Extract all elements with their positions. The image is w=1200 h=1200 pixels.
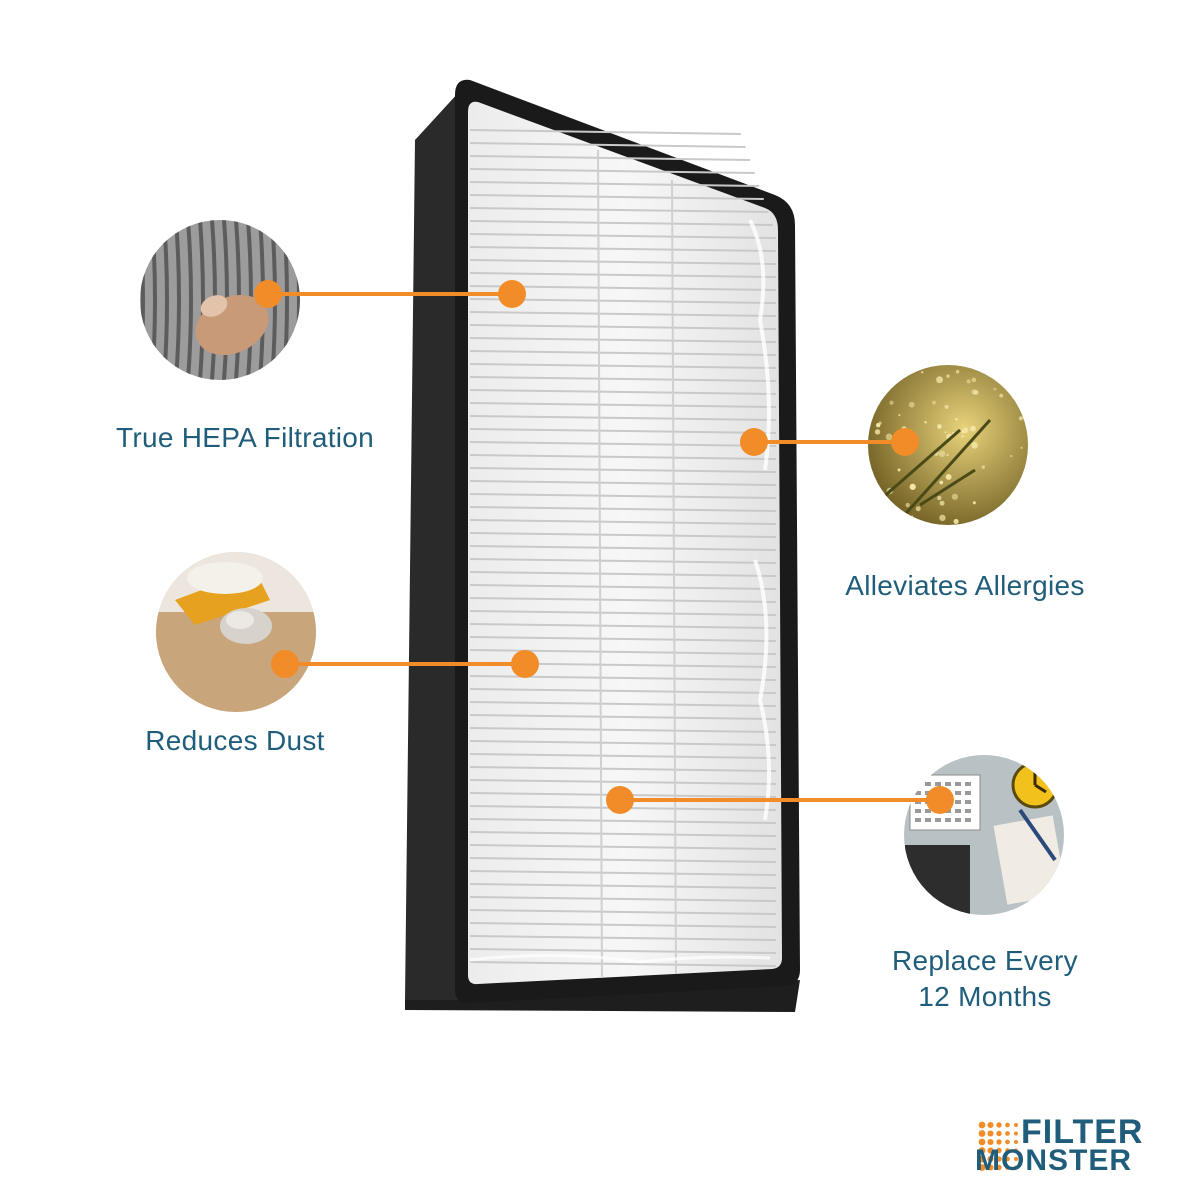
callout-dot-dust-filter xyxy=(511,650,539,678)
feature-label-replace: Replace Every 12 Months xyxy=(850,943,1120,1015)
feature-allergy-photo xyxy=(868,365,1028,525)
filter-media xyxy=(468,101,782,985)
callout-dot-allergy-filter xyxy=(740,428,768,456)
logo-word-monster: MONSTER xyxy=(975,1144,1132,1177)
callout-dot-dust-photo xyxy=(271,650,299,678)
callout-dot-replace-filter xyxy=(606,786,634,814)
feature-label-hepa: True HEPA Filtration xyxy=(115,422,375,453)
feature-label-replace-line1: Replace Every xyxy=(892,945,1078,976)
logo-word-filter: FILTER xyxy=(1021,1113,1144,1151)
feature-hepa-photo xyxy=(140,220,300,380)
callout-dot-replace-photo xyxy=(926,786,954,814)
callout-dot-hepa-filter xyxy=(498,280,526,308)
feature-label-dust: Reduces Dust xyxy=(145,725,325,756)
brand-logo: FILTER MONSTER xyxy=(975,1113,1175,1177)
feature-replace-photo xyxy=(904,755,1064,915)
logo-dots-icon xyxy=(978,1121,1018,1171)
filter-side-wall xyxy=(405,80,470,1000)
feature-dust-photo xyxy=(156,552,316,712)
callout-dot-allergy-photo xyxy=(891,428,919,456)
callout-dot-hepa-photo xyxy=(254,280,282,308)
feature-label-replace-line2: 12 Months xyxy=(918,981,1052,1012)
hepa-filter xyxy=(405,79,800,1012)
callout-lines xyxy=(254,280,954,814)
feature-label-allergies: Alleviates Allergies xyxy=(845,570,1085,601)
